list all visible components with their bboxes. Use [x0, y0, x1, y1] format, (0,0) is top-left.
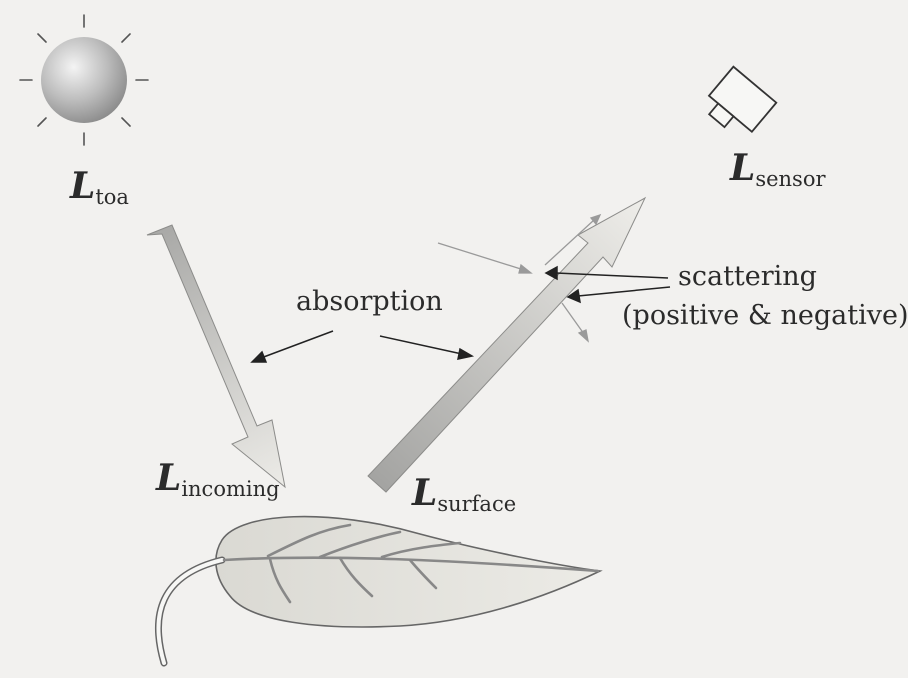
- surface-beam-arrow: [368, 198, 645, 492]
- label-scattering-detail: (positive & negative): [622, 302, 908, 329]
- label-scattering: scattering: [678, 263, 817, 290]
- sensor-icon: [700, 67, 776, 143]
- label-l-incoming: Lincoming: [156, 460, 280, 500]
- label-l-toa: Ltoa: [70, 168, 129, 208]
- label-l-sensor: Lsensor: [730, 150, 826, 190]
- label-l-surface: Lsurface: [412, 475, 516, 515]
- label-absorption: absorption: [296, 288, 443, 315]
- sun-icon: [20, 15, 148, 145]
- leaf-icon: [158, 517, 600, 663]
- absorption-arrows: [252, 331, 472, 362]
